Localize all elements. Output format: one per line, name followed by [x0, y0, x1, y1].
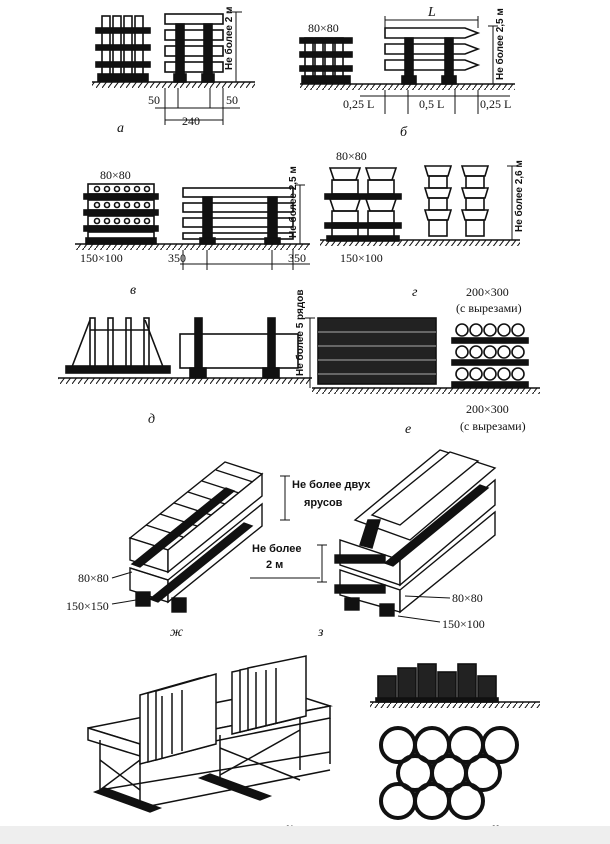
panel-d-caption: д: [148, 412, 155, 427]
panel-b: [299, 16, 515, 114]
panel-k-rings-side: [375, 663, 499, 703]
panel-g-base-label: 150×100: [340, 251, 383, 265]
panel-e-height-label: Не более 5 рядов: [294, 290, 306, 376]
panel-v-caption: в: [130, 283, 136, 298]
panel-zh-section-label: 80×80: [78, 571, 109, 585]
panel-b-length-label: L: [427, 5, 436, 20]
panel-g-section-label: 80×80: [336, 149, 367, 163]
panel-e-pipe-end: [451, 323, 529, 388]
panel-e-top-label-1: 200×300: [466, 285, 509, 299]
panel-g: [320, 165, 520, 246]
panel-a-caption: а: [117, 121, 124, 136]
panel-a-width-left: 50: [148, 93, 160, 107]
panel-b-section-label: 80×80: [308, 21, 339, 35]
panel-b-height-label: Не более 2,5 м: [494, 8, 506, 80]
panel-v: [75, 183, 310, 270]
panel-g-caption: г: [412, 285, 418, 300]
panel-e: [305, 317, 540, 394]
panel-e-caption: е: [405, 422, 411, 437]
panel-b-dim-right: 0,25 L: [480, 97, 511, 111]
panel-zh-stack: [128, 461, 264, 613]
panel-i: [87, 655, 333, 813]
panel-a-end-stack: [95, 15, 151, 82]
panel-a-side-stack: [164, 13, 224, 83]
panel-b-end-stack: [299, 37, 353, 84]
panel-v-dim-right: 350: [288, 251, 306, 265]
panel-b-dim-left: 0,25 L: [343, 97, 374, 111]
panel-b-caption: б: [400, 125, 408, 140]
panel-z-base-label: 150×100: [442, 617, 485, 631]
panel-z-section-label: 80×80: [452, 591, 483, 605]
panel-e-pipe-side: [317, 317, 437, 385]
panel-z-caption: з: [317, 625, 324, 640]
panel-e-bottom-label-2: (с вырезами): [460, 419, 526, 433]
panel-e-bottom-label-1: 200×300: [466, 402, 509, 416]
panel-v-end-stack: [83, 183, 159, 245]
panel-v-section-label: 80×80: [100, 168, 131, 182]
panel-zh-tiers-label-2: ярусов: [304, 497, 343, 509]
panel-g-left-stack: [324, 167, 402, 242]
panel-a-height-label: Не более 2 м: [223, 7, 235, 70]
panel-v-base-label: 150×100: [80, 251, 123, 265]
panel-a: [92, 11, 255, 125]
panel-z: [317, 449, 497, 623]
panel-k-rings-top: [379, 726, 519, 820]
panel-d-rack-end: [65, 317, 171, 374]
panel-b-side-stack: [384, 27, 481, 85]
panel-zh-height-label-1: Не более: [252, 543, 301, 555]
panel-g-right-stack: [423, 165, 490, 237]
panel-zh: [111, 461, 320, 613]
panel-e-top-label-2: (с вырезами): [456, 301, 522, 315]
panel-k: [370, 663, 540, 820]
panel-zh-height-label-2: 2 м: [266, 559, 283, 571]
panel-g-height-label: Не более 2,6 м: [513, 160, 525, 232]
panel-a-width-right: 50: [226, 93, 238, 107]
panel-a-width-total: 240: [182, 114, 200, 128]
panel-zh-caption: ж: [170, 625, 183, 640]
panel-z-stack: [334, 449, 497, 617]
panel-v-side-stack: [182, 187, 294, 245]
bottom-bar: [0, 826, 610, 844]
panel-d: [58, 317, 312, 384]
panel-d-rack-side: [179, 317, 299, 379]
panel-b-dim-mid: 0,5 L: [419, 97, 444, 111]
panel-i-panels: [139, 655, 307, 765]
panel-zh-base-label: 150×150: [66, 599, 109, 613]
panel-v-height-label: Не более 2,5 м: [287, 166, 299, 238]
panel-v-dim-left: 350: [168, 251, 186, 265]
panel-zh-tiers-label-1: Не более двух: [292, 479, 371, 491]
